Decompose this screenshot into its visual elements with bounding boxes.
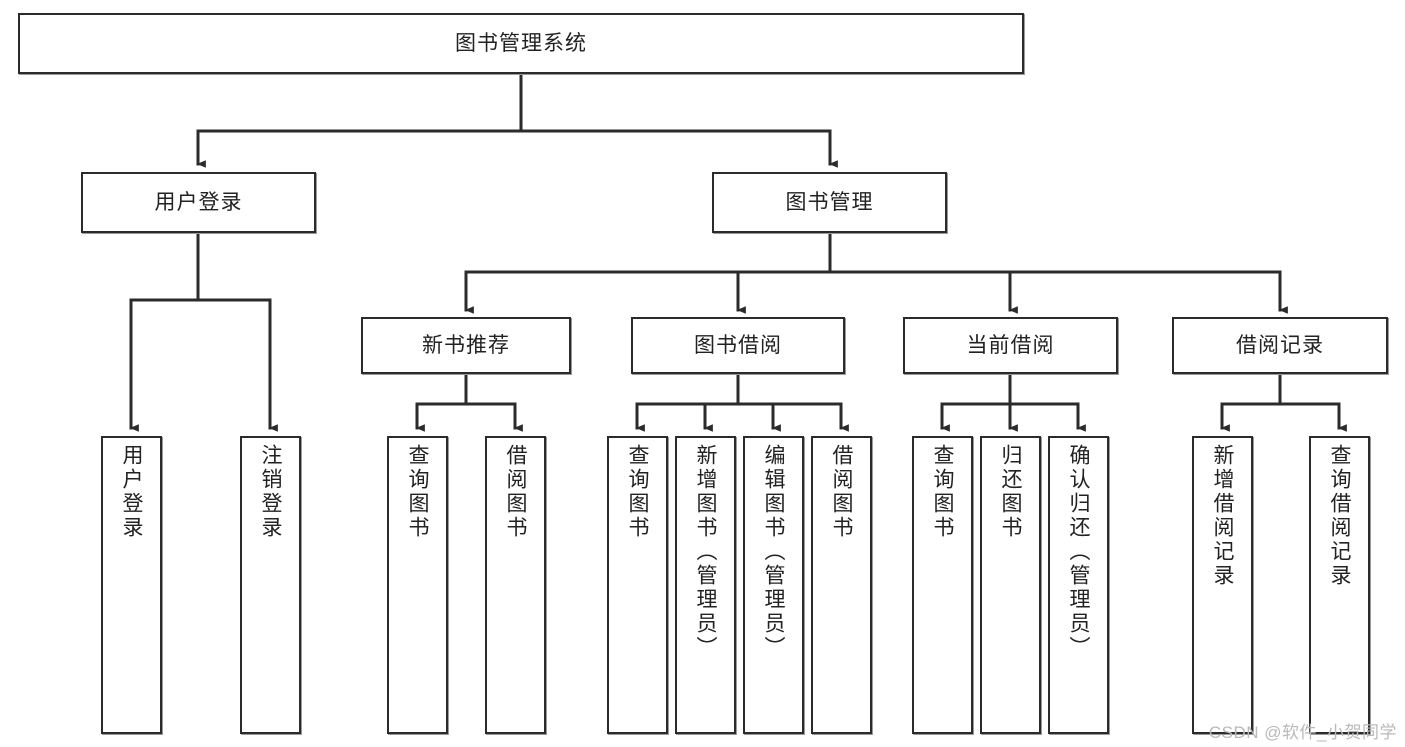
node-leaf-borrow-book-2[interactable]: 借阅图书 — [811, 436, 872, 734]
node-book-management-label: 图书管理 — [785, 190, 874, 214]
node-root[interactable]: 图书管理系统 — [18, 13, 1024, 74]
node-leaf-label: 查询图书 — [626, 444, 649, 540]
node-leaf-label: 注销登录 — [259, 444, 282, 540]
node-leaf-logout[interactable]: 注销登录 — [240, 436, 301, 734]
node-leaf-return-book[interactable]: 归还图书 — [980, 436, 1041, 734]
node-leaf-label: 新增图书（管理员） — [694, 444, 717, 660]
node-leaf-query-book-3[interactable]: 查询图书 — [912, 436, 973, 734]
node-book-borrow[interactable]: 图书借阅 — [631, 317, 845, 374]
node-leaf-query-book-1[interactable]: 查询图书 — [387, 436, 448, 734]
node-leaf-label: 归还图书 — [999, 444, 1022, 540]
node-leaf-borrow-book-1[interactable]: 借阅图书 — [485, 436, 546, 734]
node-leaf-add-borrow-record[interactable]: 新增借阅记录 — [1192, 436, 1253, 734]
csdn-watermark: CSDN @软件_小贺同学 — [1208, 723, 1397, 742]
node-leaf-edit-book-admin[interactable]: 编辑图书（管理员） — [743, 436, 804, 734]
node-leaf-label: 编辑图书（管理员） — [762, 444, 785, 660]
node-book-management[interactable]: 图书管理 — [712, 172, 947, 233]
node-new-book-recommend[interactable]: 新书推荐 — [361, 317, 571, 374]
node-leaf-label: 借阅图书 — [504, 444, 527, 540]
node-leaf-label: 查询借阅记录 — [1328, 444, 1351, 588]
node-leaf-label: 确认归还（管理员） — [1067, 444, 1090, 660]
node-leaf-query-book-2[interactable]: 查询图书 — [607, 436, 668, 734]
node-root-label: 图书管理系统 — [455, 31, 587, 55]
node-leaf-add-book-admin[interactable]: 新增图书（管理员） — [675, 436, 736, 734]
node-new-book-recommend-label: 新书推荐 — [422, 333, 510, 357]
node-leaf-label: 用户登录 — [120, 444, 143, 540]
node-leaf-label: 查询图书 — [931, 444, 954, 540]
node-leaf-confirm-return-admin[interactable]: 确认归还（管理员） — [1048, 436, 1109, 734]
node-borrow-record-label: 借阅记录 — [1236, 333, 1324, 357]
node-leaf-query-borrow-record[interactable]: 查询借阅记录 — [1309, 436, 1370, 734]
node-user-login[interactable]: 用户登录 — [81, 172, 316, 233]
node-borrow-record[interactable]: 借阅记录 — [1172, 317, 1388, 374]
node-leaf-label: 查询图书 — [406, 444, 429, 540]
node-current-borrow-label: 当前借阅 — [966, 333, 1055, 357]
node-leaf-user-login[interactable]: 用户登录 — [101, 436, 162, 734]
node-user-login-label: 用户登录 — [154, 190, 243, 214]
node-current-borrow[interactable]: 当前借阅 — [903, 317, 1118, 374]
node-book-borrow-label: 图书借阅 — [694, 333, 782, 357]
node-leaf-label: 新增借阅记录 — [1211, 444, 1234, 588]
node-leaf-label: 借阅图书 — [830, 444, 853, 540]
